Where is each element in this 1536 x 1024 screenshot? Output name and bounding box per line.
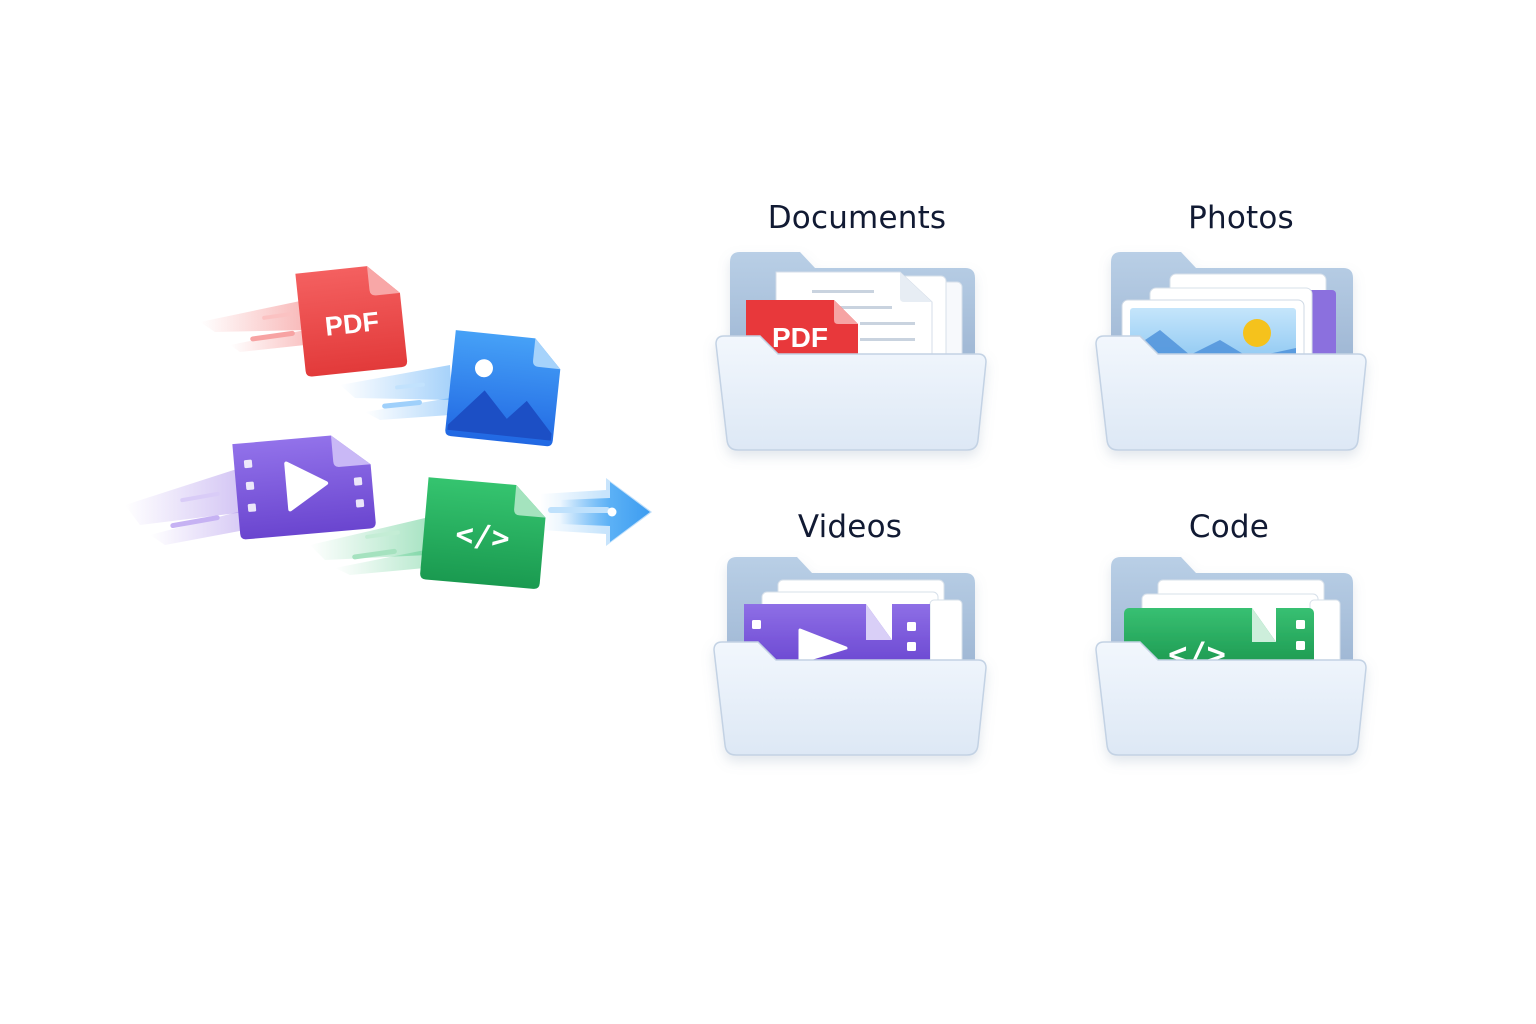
folder-title-documents: Documents bbox=[767, 200, 947, 236]
documents-pdf-badge: PDF bbox=[772, 322, 828, 353]
code-speed-trail bbox=[310, 518, 428, 575]
video-file-icon bbox=[232, 435, 376, 540]
folder-title-photos: Photos bbox=[1188, 200, 1294, 236]
arrow-right-icon bbox=[540, 478, 652, 546]
folder-title-code: Code bbox=[1188, 509, 1270, 545]
folder-title-videos: Videos bbox=[797, 509, 903, 545]
image-speed-trail bbox=[340, 365, 452, 420]
documents-folder-icon: PDF bbox=[715, 252, 987, 451]
pdf-file-label: PDF bbox=[324, 306, 381, 341]
pdf-speed-trail bbox=[200, 300, 310, 352]
code-file-icon: </> bbox=[420, 477, 546, 589]
video-speed-trail bbox=[125, 468, 245, 545]
code-folder-badge: </> bbox=[1168, 635, 1226, 673]
code-file-label: </> bbox=[454, 517, 511, 557]
image-file-icon bbox=[445, 330, 561, 447]
photos-folder-icon bbox=[1095, 252, 1367, 451]
code-folder-icon: </> bbox=[1095, 557, 1367, 756]
pdf-file-icon: PDF bbox=[295, 266, 408, 377]
videos-folder-icon bbox=[713, 557, 987, 756]
